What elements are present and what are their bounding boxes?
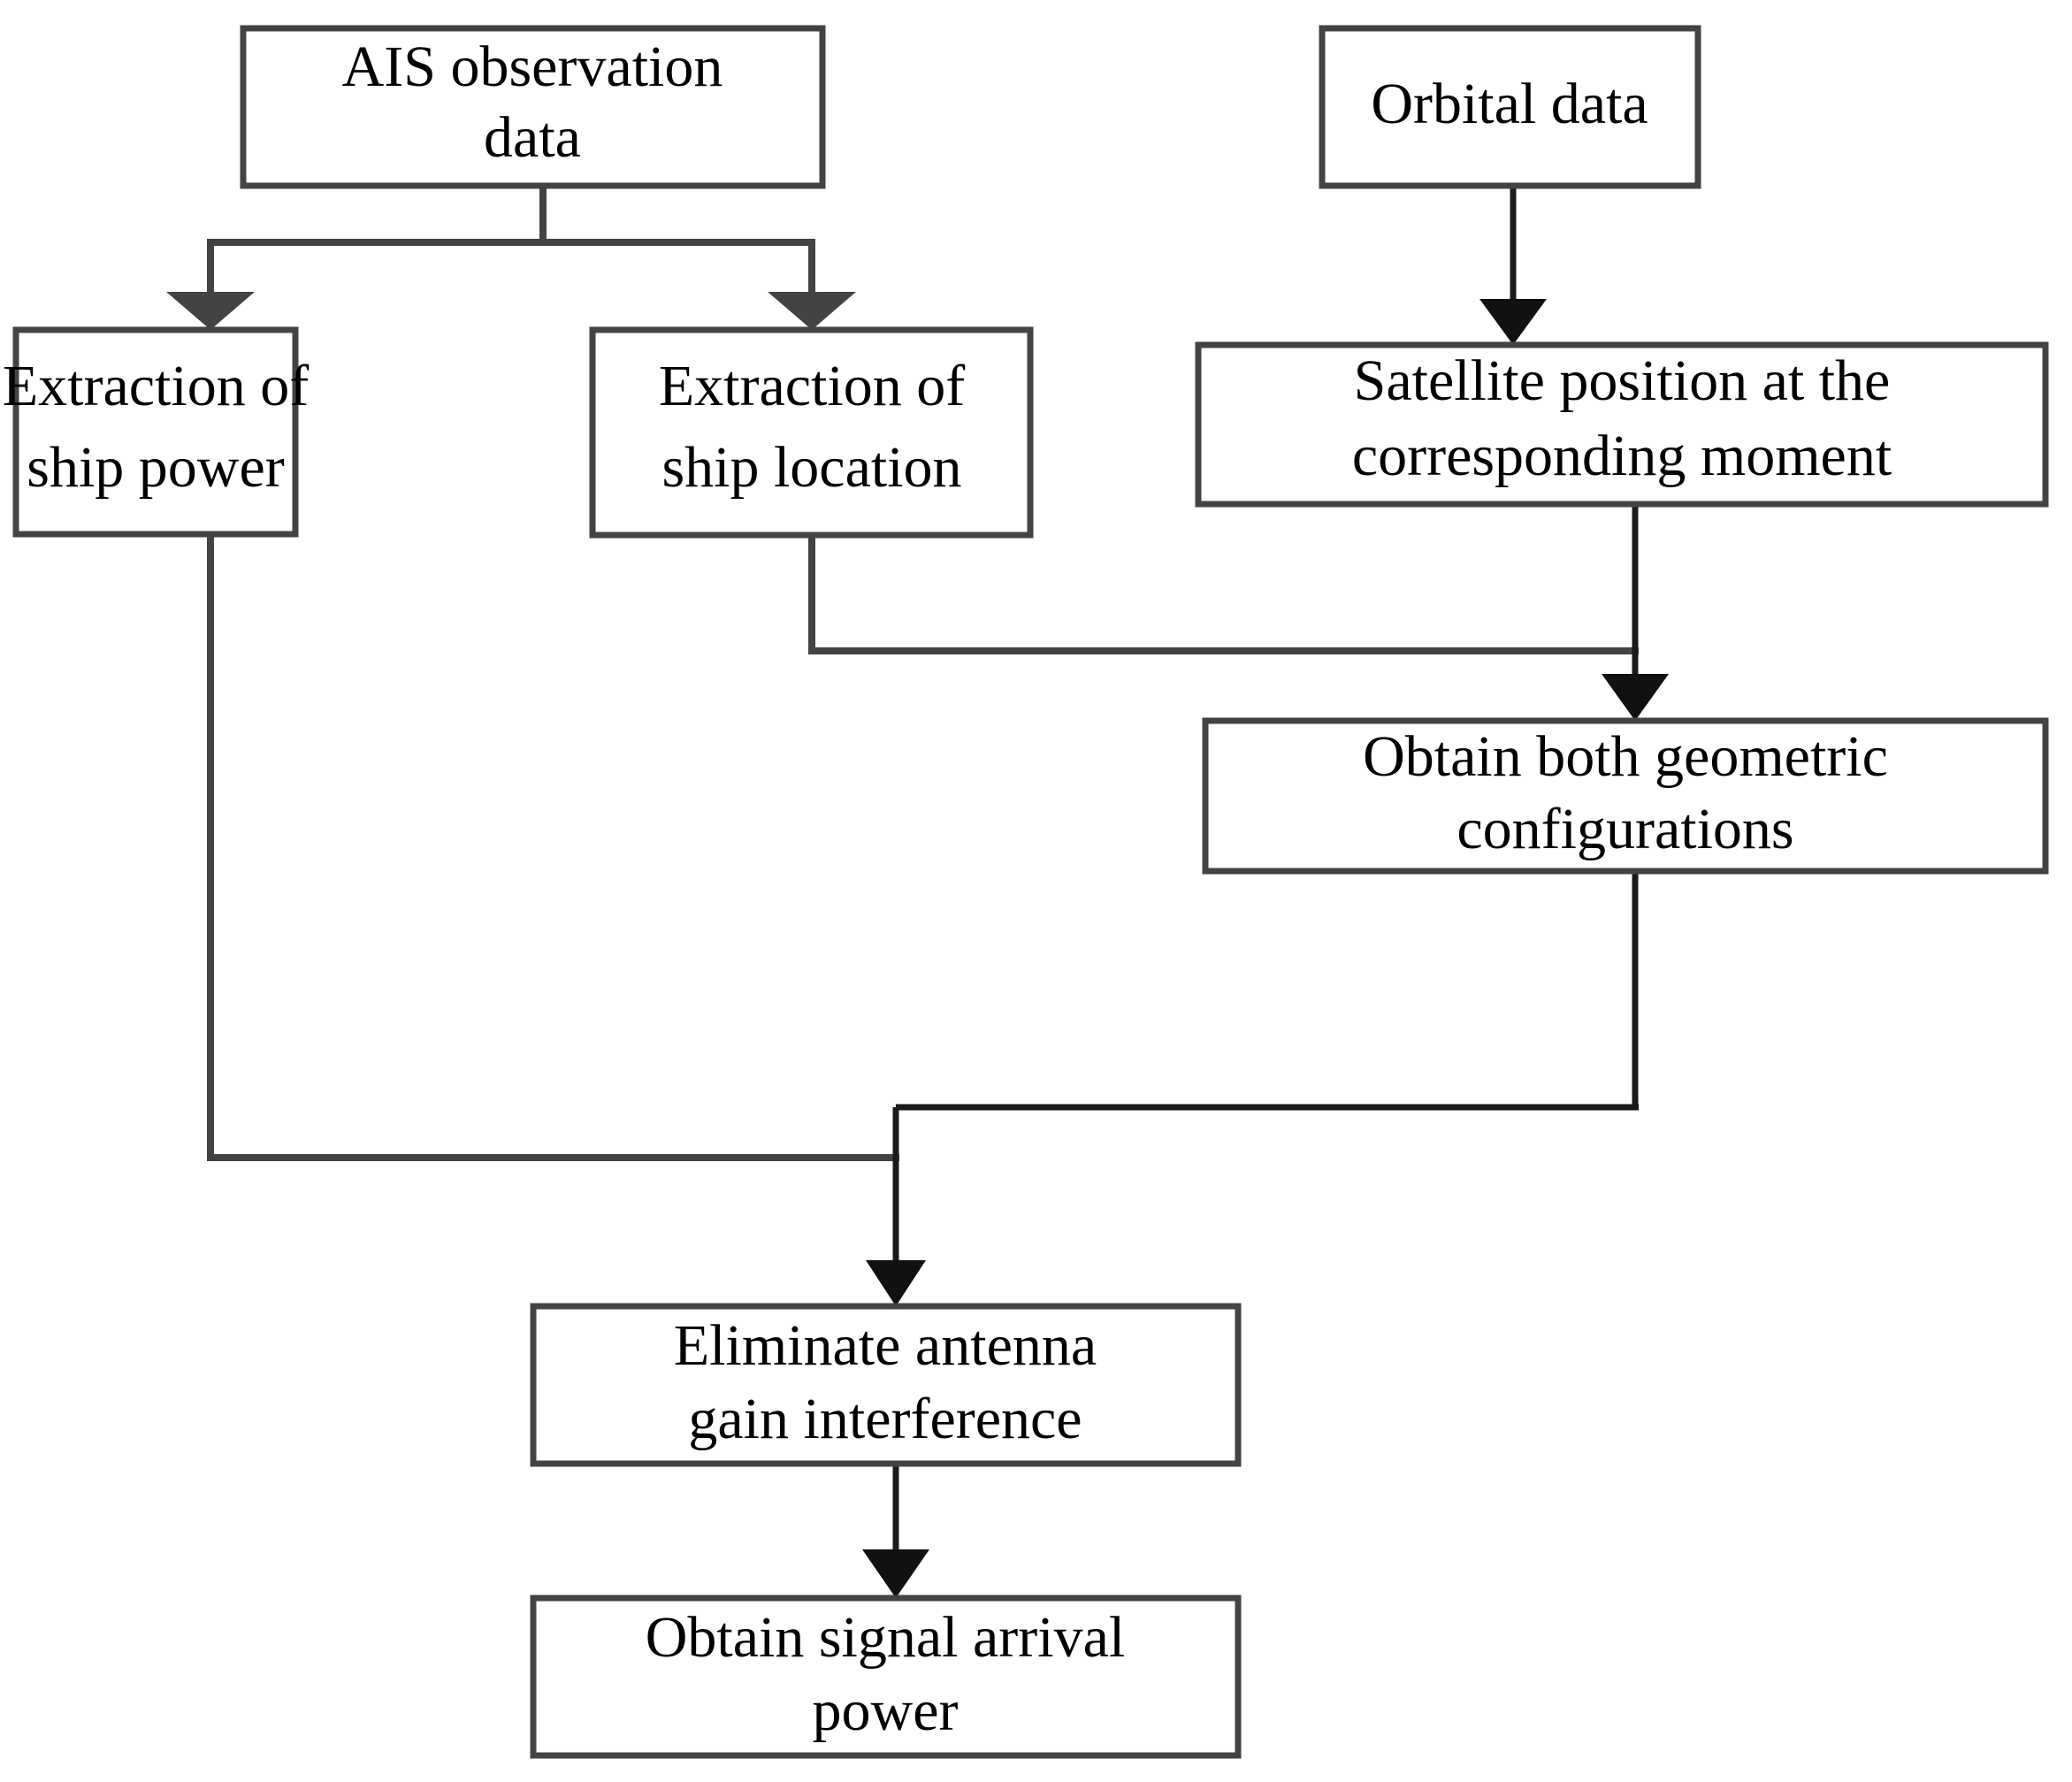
eliminate-antenna-gain-interference-box[interactable] <box>530 1303 1242 1467</box>
extraction-of-ship-location-label-line1: Extraction of <box>659 354 965 418</box>
node-ais-observation-data[interactable]: AIS observation data <box>240 25 826 189</box>
arrowhead-icon <box>1479 299 1547 345</box>
eliminate-antenna-gain-interference-label-line1: Eliminate antenna <box>674 1313 1097 1378</box>
satellite-position-label-line2: corresponding moment <box>1352 424 1892 488</box>
edge-eliminate-to-obtain <box>862 1464 929 1598</box>
node-obtain-signal-arrival-power[interactable]: Obtain signal arrival power <box>530 1595 1242 1759</box>
arrowhead-icon <box>768 292 856 330</box>
edge-satellite-to-geometry <box>1602 504 1669 721</box>
edge-ais-to-ship-location <box>768 242 856 330</box>
satellite-position-label-line1: Satellite position at the <box>1354 348 1891 413</box>
extraction-of-ship-location-box[interactable] <box>589 326 1034 539</box>
arrowhead-icon <box>862 1549 929 1598</box>
edge-location-to-geometry <box>808 535 1639 654</box>
extraction-of-ship-power-box[interactable] <box>12 326 299 538</box>
obtain-signal-arrival-power-box[interactable] <box>530 1595 1242 1759</box>
edge-merge-to-eliminate <box>866 1107 926 1306</box>
obtain-signal-arrival-power-label-line1: Obtain signal arrival <box>646 1605 1126 1670</box>
ais-observation-data-box[interactable] <box>240 25 826 189</box>
edge-orbital-to-satellite <box>1479 186 1547 345</box>
ais-observation-data-label-line1: AIS observation <box>342 34 723 99</box>
obtain-both-geometric-configurations-box[interactable] <box>1202 717 2049 875</box>
arrowhead-icon <box>866 1260 926 1306</box>
node-satellite-position[interactable]: Satellite position at the corresponding … <box>1195 341 2049 508</box>
edge-ais-to-ship-power <box>166 242 255 330</box>
extraction-of-ship-power-label-line1: Extraction of <box>3 354 309 418</box>
extraction-of-ship-location-label-line2: ship location <box>661 435 961 500</box>
extraction-of-ship-power-label-line2: ship power <box>27 435 284 500</box>
eliminate-antenna-gain-interference-label-line2: gain interference <box>688 1387 1082 1451</box>
arrowhead-icon <box>1602 674 1669 721</box>
edge-geometry-to-eliminate <box>896 871 1639 1111</box>
node-orbital-data[interactable]: Orbital data <box>1319 25 1701 189</box>
edge-power-to-eliminate <box>207 534 899 1161</box>
node-extraction-ship-location[interactable]: Extraction of ship location <box>589 326 1034 539</box>
edge-ais-split-bus <box>207 186 815 246</box>
node-obtain-geometric-configurations[interactable]: Obtain both geometric configurations <box>1202 717 2049 875</box>
obtain-both-geometric-configurations-label-line2: configurations <box>1457 797 1793 861</box>
satellite-position-box[interactable] <box>1195 341 2049 508</box>
arrowhead-icon <box>166 292 255 330</box>
ais-observation-data-label-line2: data <box>484 105 581 170</box>
node-extraction-ship-power[interactable]: Extraction of ship power <box>3 326 309 538</box>
obtain-both-geometric-configurations-label-line1: Obtain both geometric <box>1363 724 1888 789</box>
orbital-data-label: Orbital data <box>1371 72 1648 136</box>
node-eliminate-antenna-gain-interference[interactable]: Eliminate antenna gain interference <box>530 1303 1242 1467</box>
obtain-signal-arrival-power-label-line2: power <box>813 1679 959 1743</box>
orbital-data-box[interactable] <box>1319 25 1701 189</box>
